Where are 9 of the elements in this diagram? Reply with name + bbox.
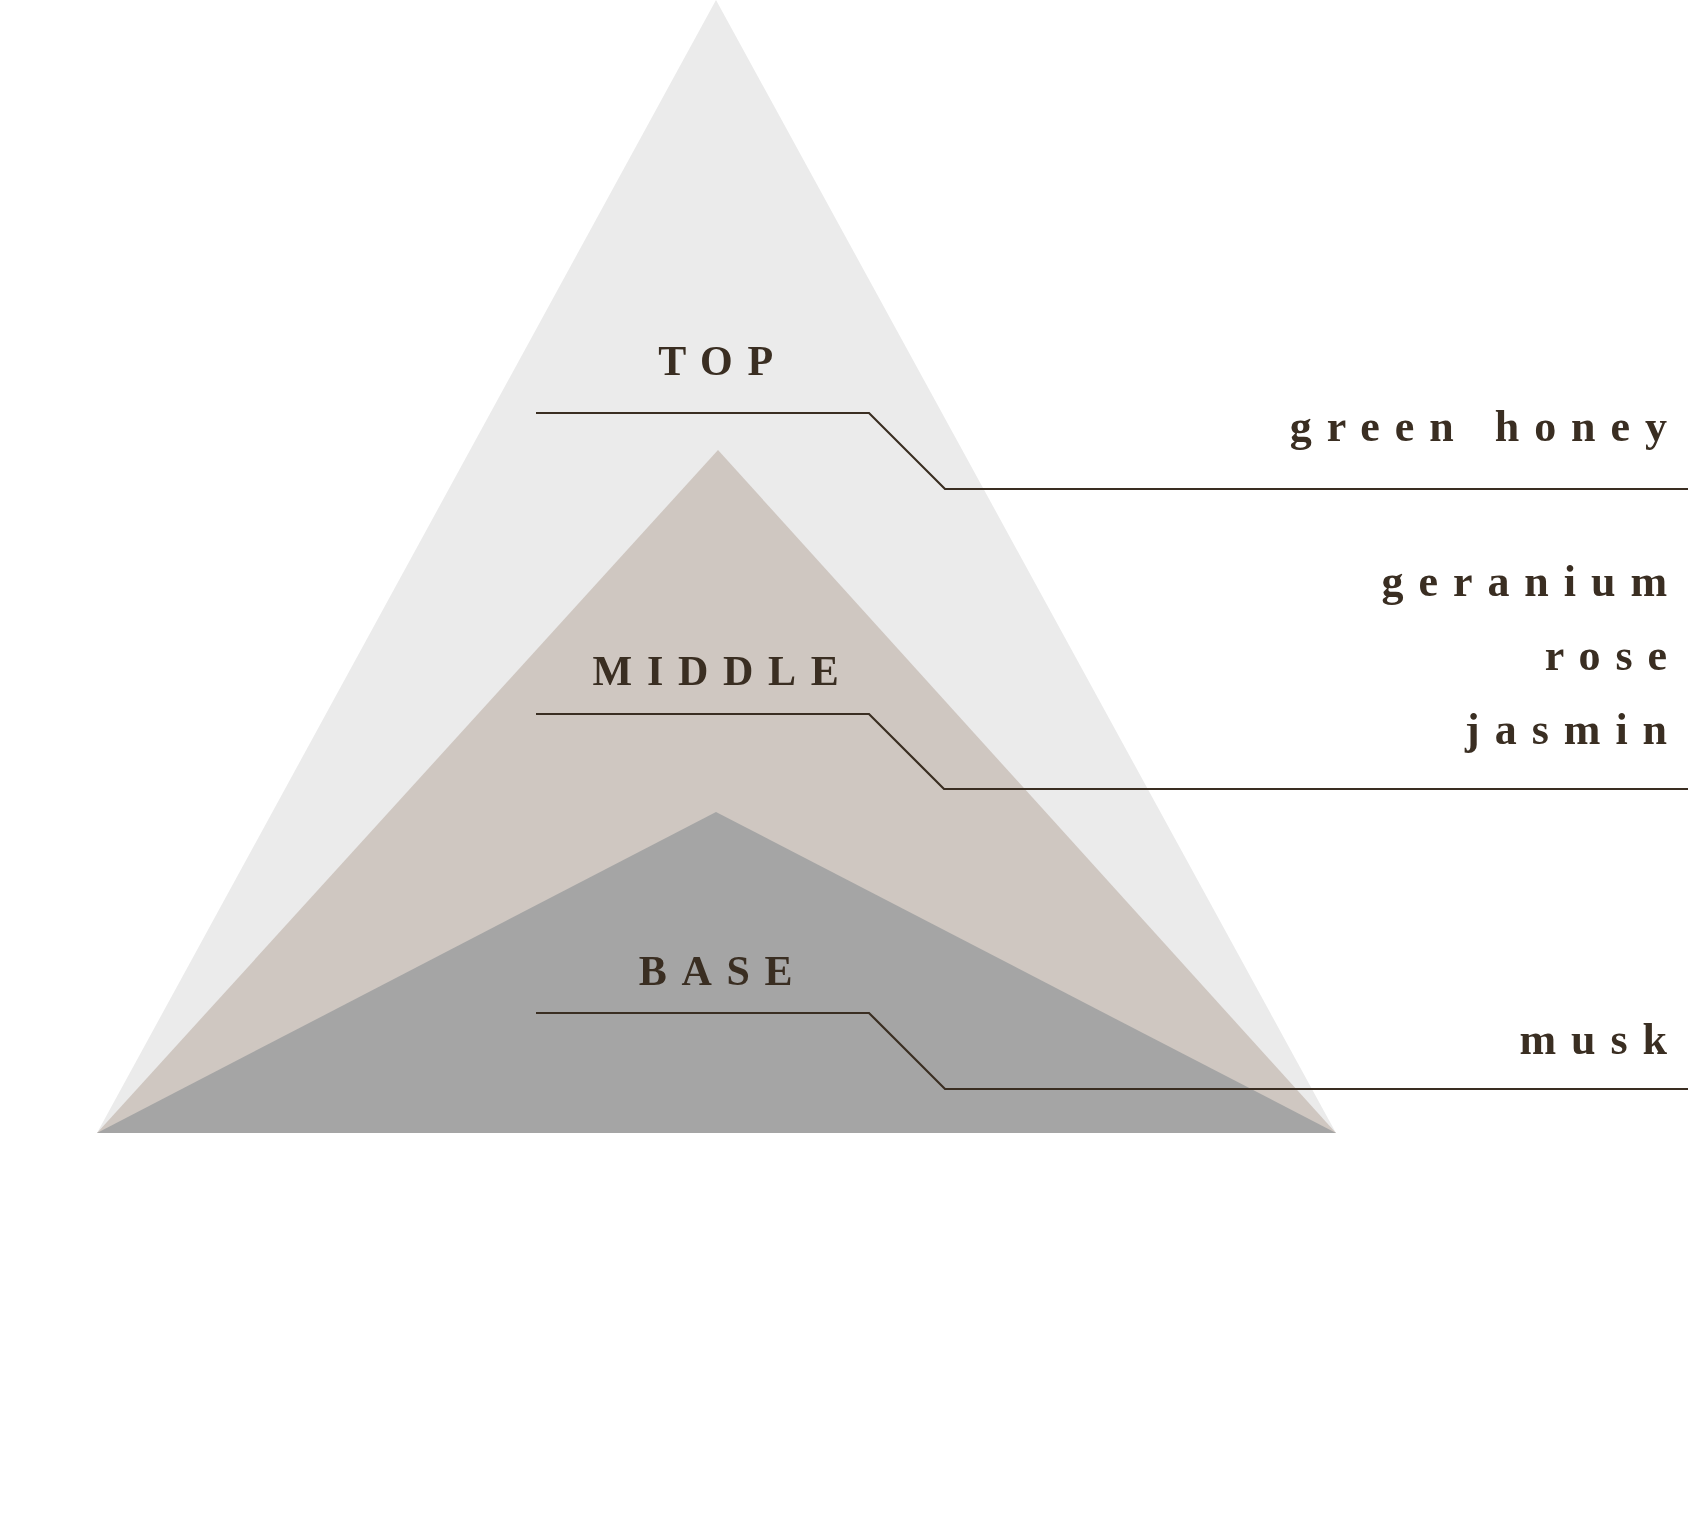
tier-label: MIDDLE [592, 650, 854, 692]
leader-line [536, 712, 1688, 791]
tier-label: TOP [658, 340, 788, 382]
tier-label: BASE [638, 950, 808, 992]
note-label: geranium rose jasmin [1381, 556, 1683, 756]
leader-line [536, 411, 1688, 491]
leader-line [536, 1011, 1688, 1091]
note-label: green honey [1289, 401, 1683, 453]
note-label: musk [1519, 1014, 1683, 1066]
